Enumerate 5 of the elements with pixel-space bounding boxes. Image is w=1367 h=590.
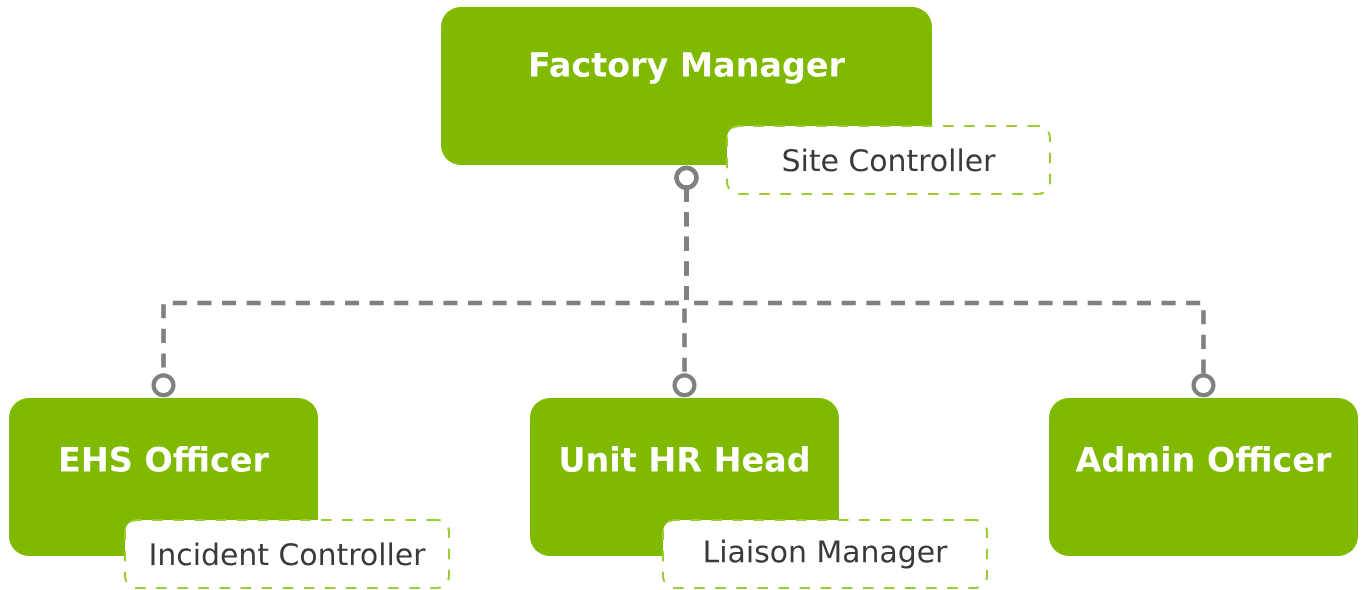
connector-line bbox=[674, 165, 1216, 398]
role-box: Admin Officer bbox=[1049, 398, 1358, 556]
role-tag: Incident Controller bbox=[123, 518, 451, 590]
role-tag: Site Controller bbox=[725, 124, 1052, 196]
role-tag: Liaison Manager bbox=[661, 518, 989, 590]
